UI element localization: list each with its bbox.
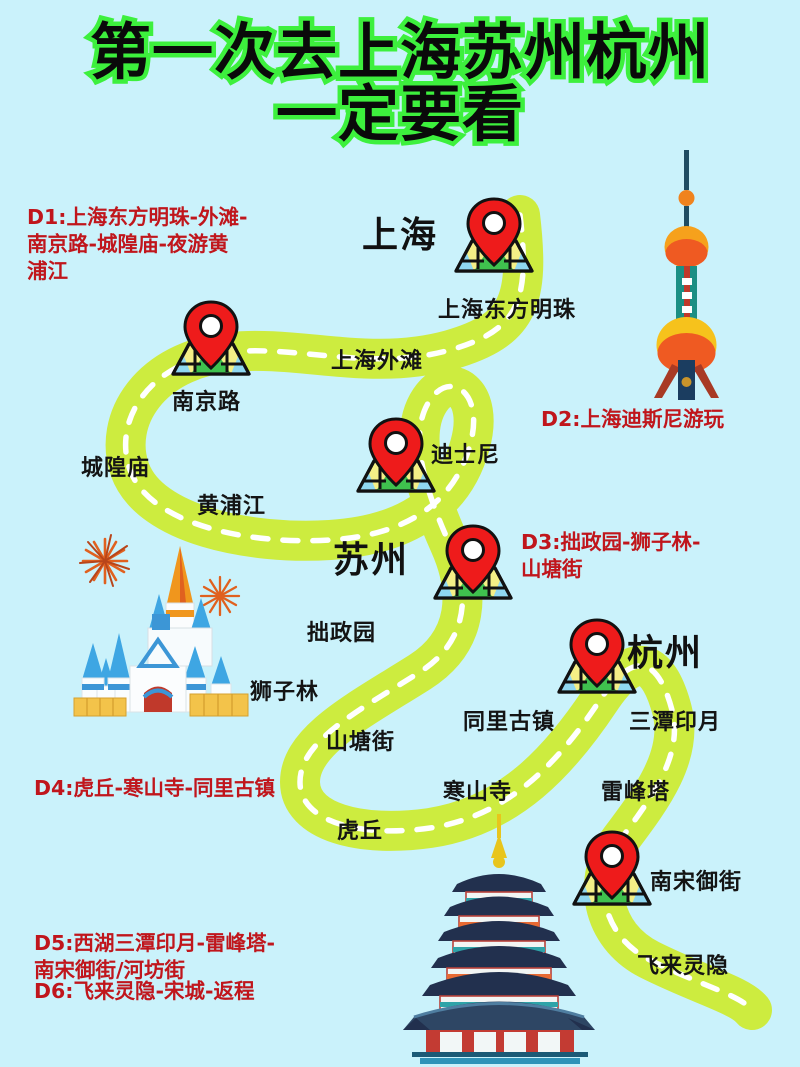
- castle-body: [73, 546, 249, 717]
- place-label-humble-administrators-garden: 拙政园: [307, 621, 377, 646]
- oriental-pearl-tower-icon: [654, 150, 719, 400]
- day-plan-d2: D2:上海迪斯尼游玩: [541, 407, 724, 431]
- place-label-tiger-hill: 虎丘: [337, 819, 384, 844]
- folded-map-icon: [433, 566, 513, 600]
- location-pin-icon: [569, 618, 625, 689]
- marker-shanghai[interactable]: [448, 195, 540, 277]
- place-label-lion-grove-garden: 狮子林: [250, 680, 320, 705]
- place-label-leifeng-pagoda: 雷峰塔: [601, 780, 671, 805]
- place-label-tongli-ancient-town: 同里古镇: [463, 710, 556, 735]
- place-label-hanshan-temple: 寒山寺: [443, 780, 513, 805]
- city-label-shanghai: 上海: [362, 215, 439, 256]
- place-label-shantang-street: 山塘街: [326, 730, 396, 755]
- leifeng-pagoda-icon: [403, 814, 595, 1064]
- place-label-the-bund: 上海外滩: [331, 349, 424, 374]
- place-label-nanjing-road: 南京路: [172, 390, 242, 415]
- location-pin-icon: [183, 300, 239, 371]
- firework-right: [199, 575, 241, 617]
- place-label-three-pools-mirroring-moon: 三潭印月: [629, 710, 722, 735]
- marker-disneyland[interactable]: [350, 415, 442, 497]
- disney-castle-icon: [73, 534, 249, 717]
- location-pin-icon: [466, 197, 522, 268]
- place-label-huangpu-river: 黄浦江: [197, 494, 267, 519]
- place-label-disneyland: 迪士尼: [431, 443, 501, 468]
- city-label-hangzhou: 杭州: [627, 633, 704, 674]
- location-pin-icon: [368, 417, 424, 488]
- city-label-suzhou: 苏州: [333, 540, 410, 581]
- location-pin-icon: [445, 524, 501, 595]
- day-plan-d1: D1:上海东方明珠-外滩- 南京路-城隍庙-夜游黄 浦江: [27, 205, 248, 284]
- marker-nanjing-road[interactable]: [165, 298, 257, 380]
- location-pin-icon: [584, 830, 640, 901]
- folded-map-icon: [171, 342, 251, 376]
- place-label-southern-song-imperial-street: 南宋御街: [650, 870, 743, 895]
- place-label-city-god-temple: 城隍庙: [81, 456, 151, 481]
- folded-map-icon: [454, 239, 534, 273]
- place-label-oriental-pearl-tower: 上海东方明珠: [438, 298, 577, 323]
- place-label-lingyin-temple: 飞来灵隐: [637, 954, 730, 979]
- day-plan-d5: D5:西湖三潭印月-雷峰塔- 南宋御街/河坊街: [34, 931, 275, 983]
- marker-southern-song-street[interactable]: [566, 828, 658, 910]
- day-plan-d4: D4:虎丘-寒山寺-同里古镇: [34, 776, 275, 800]
- marker-hangzhou[interactable]: [551, 616, 643, 698]
- firework-left: [79, 534, 130, 587]
- day-plan-d3: D3:拙政园-狮子林- 山塘街: [521, 530, 701, 582]
- marker-suzhou[interactable]: [427, 522, 519, 604]
- day-plan-d6: D6:飞来灵隐-宋城-返程: [34, 979, 255, 1003]
